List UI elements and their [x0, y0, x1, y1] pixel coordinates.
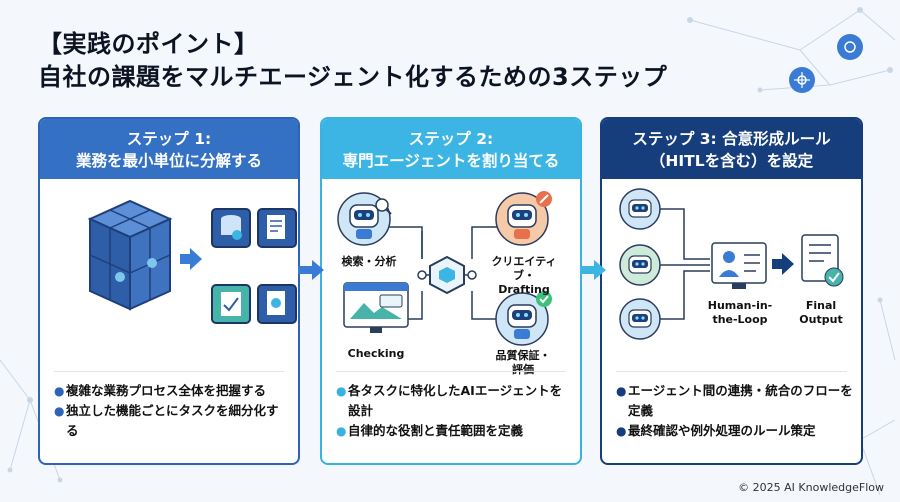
- agent-robot-icon: [619, 298, 661, 340]
- hub-node-icon: [417, 255, 477, 295]
- puzzle-cube-icon: [87, 199, 173, 311]
- step2-illustration: 検索・分析 クリエイティブ・ Drafting Checking 品質保証・ 評…: [322, 179, 580, 376]
- list-item: ●自律的な役割と責任範囲を定義: [336, 423, 524, 438]
- step1-header-line2: 業務を最小単位に分解する: [75, 152, 262, 170]
- step3-header: ステップ 3: 合意形成ルール （HITLを含む）を設定: [602, 119, 861, 179]
- title-line1: 【実践のポイント】: [38, 30, 259, 58]
- arrow-right-icon: [580, 260, 606, 280]
- step1-card: ステップ 1: 業務を最小単位に分解する: [38, 117, 300, 465]
- step3-header-line2: （HITLを含む）を設定: [649, 152, 814, 170]
- step3-illustration: Human-in- the-Loop Final Output: [602, 179, 861, 369]
- step2-header-line1: ステップ 2:: [408, 130, 494, 148]
- step1-bullets: ●複雑な業務プロセス全体を把握する ●独立した機能ごとにタスクを細分化する: [54, 381, 290, 441]
- list-item: ●独立した機能ごとにタスクを細分化する: [54, 403, 279, 438]
- final-document-icon: [801, 234, 844, 287]
- search-robot-icon: [337, 192, 392, 246]
- file-check-piece-icon: [257, 284, 297, 324]
- copyright: © 2025 AI KnowledgeFlow: [738, 481, 884, 494]
- creative-robot-icon: [495, 191, 552, 246]
- title-line2: 自社の課題をマルチエージェント化するための3ステップ: [38, 63, 668, 91]
- page-title: 【実践のポイント】 自社の課題をマルチエージェント化するための3ステップ: [38, 28, 667, 94]
- step2-divider: [336, 371, 566, 372]
- list-item: ●エージェント間の連携・統合のフローを定義: [616, 383, 853, 418]
- step2-header: ステップ 2: 専門エージェントを割り当てる: [322, 119, 580, 179]
- label-checking: Checking: [347, 347, 405, 360]
- agent-robot-icon: [619, 244, 661, 286]
- label-qa: 品質保証・ 評価: [495, 349, 551, 376]
- step1-header-line1: ステップ 1:: [126, 130, 212, 148]
- label-creative: クリエイティブ・ Drafting: [491, 255, 557, 296]
- human-monitor-icon: [711, 242, 767, 289]
- agent-robot-icon: [619, 188, 661, 230]
- checklist-piece-icon: [211, 284, 251, 324]
- label-hitl: Human-in- the-Loop: [707, 299, 773, 326]
- step2-card: ステップ 2: 専門エージェントを割り当てる: [320, 117, 582, 465]
- step3-card: ステップ 3: 合意形成ルール （HITLを含む）を設定: [600, 117, 863, 465]
- label-final-output: Final Output: [799, 299, 843, 326]
- qa-robot-icon: [495, 291, 552, 346]
- list-item: ●複雑な業務プロセス全体を把握する: [54, 383, 267, 398]
- list-item: ●最終確認や例外処理のルール策定: [616, 423, 816, 438]
- arrow-right-icon: [298, 260, 324, 280]
- step2-header-line2: 専門エージェントを割り当てる: [342, 152, 560, 170]
- step1-illustration: [40, 179, 298, 369]
- step1-divider: [54, 371, 284, 372]
- network-node-icon: [789, 34, 863, 93]
- arrow-right-icon: [180, 248, 202, 270]
- step1-header: ステップ 1: 業務を最小単位に分解する: [40, 119, 298, 179]
- label-search: 検索・分析: [341, 255, 397, 268]
- checking-monitor-icon: [343, 282, 409, 333]
- list-item: ●各タスクに特化したAIエージェントを設計: [336, 383, 563, 418]
- step3-divider: [616, 371, 847, 372]
- document-piece-icon: [257, 208, 297, 248]
- database-piece-icon: [211, 208, 251, 248]
- step3-header-line1: ステップ 3: 合意形成ルール: [632, 130, 831, 148]
- step2-bullets: ●各タスクに特化したAIエージェントを設計 ●自律的な役割と責任範囲を定義: [336, 381, 572, 441]
- arrow-right-icon: [772, 253, 794, 275]
- step3-bullets: ●エージェント間の連携・統合のフローを定義 ●最終確認や例外処理のルール策定: [616, 381, 853, 441]
